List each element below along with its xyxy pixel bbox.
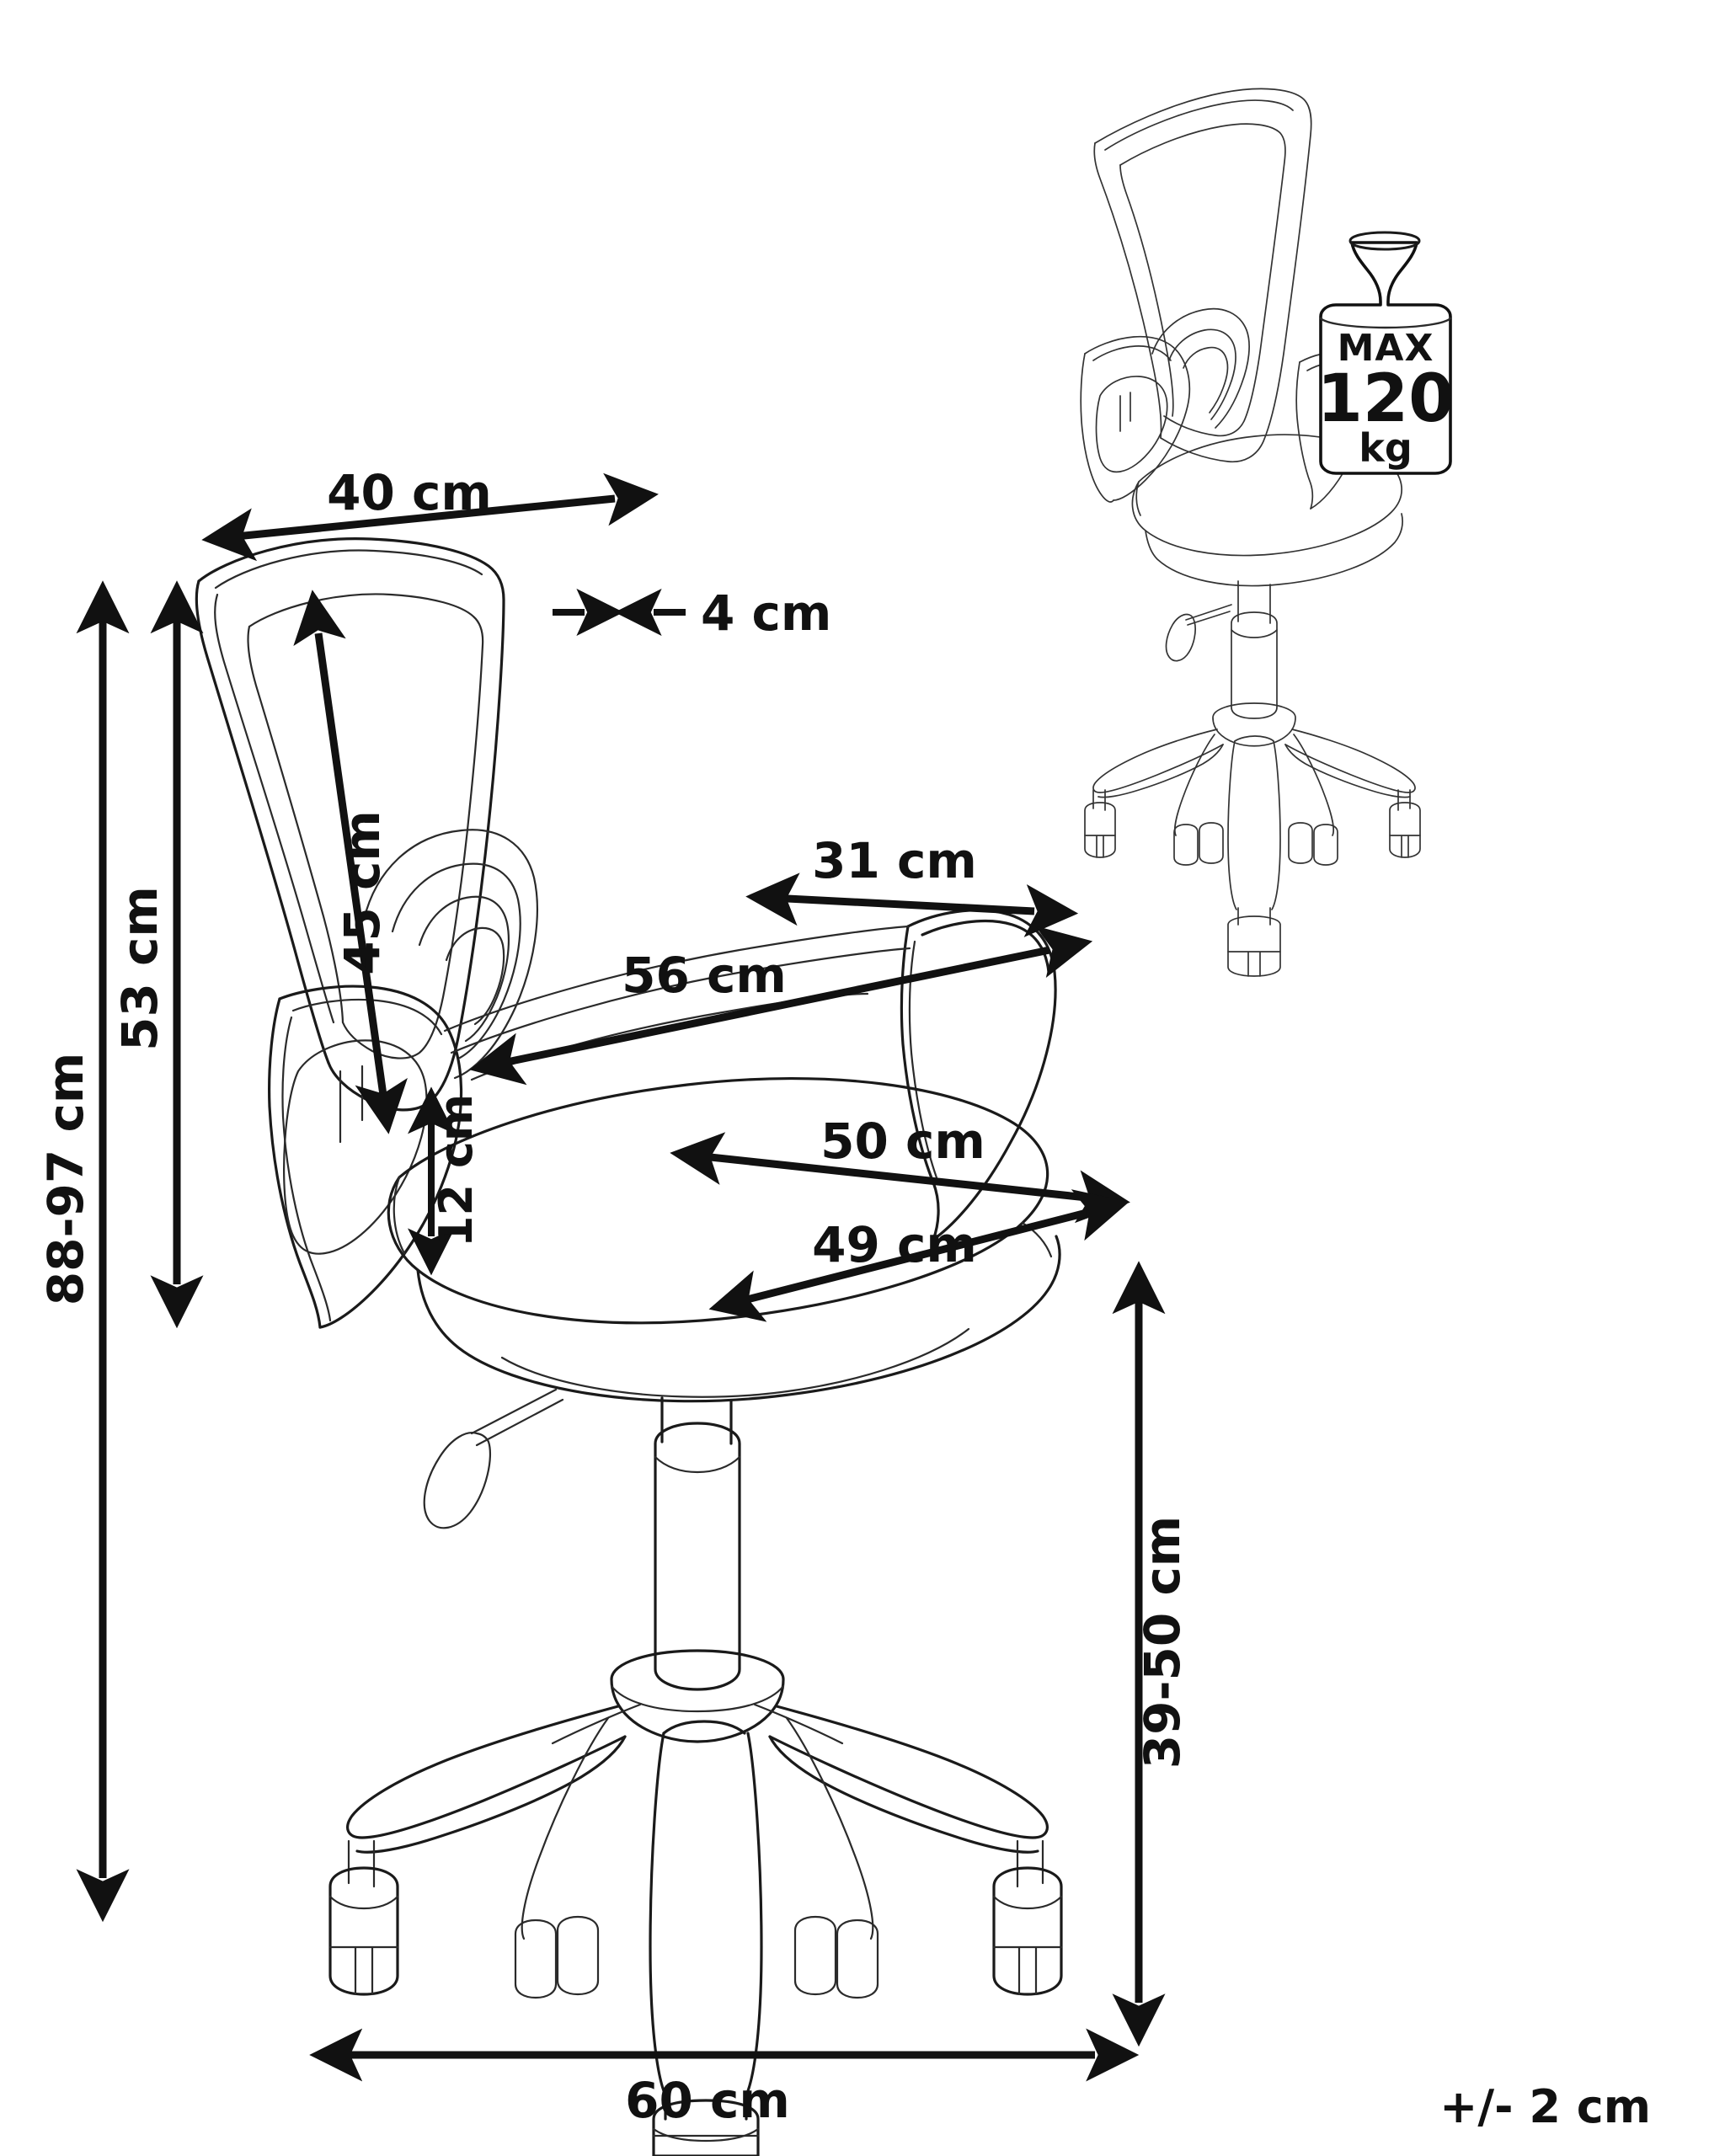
dimension-label-backrest-thickness: 4 cm (701, 584, 831, 642)
dimension-seat-width: 50 cm (670, 1113, 1130, 1224)
badge-max-label: MAX (1338, 327, 1434, 370)
dimension-armrest-height: 12 cm (408, 1086, 483, 1276)
dimension-label-seat-height-range: 39-50 cm (1134, 1516, 1191, 1769)
dimension-backrest-panel-height: 45 cm (293, 590, 408, 1134)
thumbnail-chair-illustration (1080, 88, 1421, 977)
main-chair-illustration (195, 537, 1063, 2156)
dimension-backrest-height: 53 cm (111, 580, 204, 1329)
dimension-seat-depth: 49 cm (708, 1189, 1130, 1322)
tolerance-note: +/- 2 cm (1439, 2080, 1651, 2133)
dimension-label-armrest-height: 12 cm (430, 1094, 483, 1247)
max-weight-badge: MAX 120 kg (1317, 231, 1455, 475)
dimension-label-armrest-depth: 31 cm (812, 832, 977, 889)
dimension-label-backrest-width: 40 cm (327, 464, 492, 521)
badge-unit: kg (1359, 425, 1413, 471)
dimension-label-backrest-height: 53 cm (111, 886, 168, 1051)
dimension-label-seat-to-backrest: 56 cm (622, 947, 787, 1004)
dimension-label-seat-width: 50 cm (820, 1113, 985, 1170)
dimension-label-base-diameter: 60 cm (625, 2072, 790, 2129)
dimension-label-seat-depth: 49 cm (812, 1216, 977, 1273)
dimension-seat-to-backrest: 56 cm (469, 926, 1093, 1086)
dimension-label-backrest-panel-height: 45 cm (334, 810, 391, 975)
dimension-backrest-thickness: 4 cm (553, 584, 831, 642)
dimension-overall-height: 88-97 cm (37, 580, 130, 1923)
dimension-label-overall-height: 88-97 cm (37, 1053, 94, 1306)
badge-value: 120 (1317, 361, 1455, 437)
dimension-armrest-depth: 31 cm (745, 832, 1079, 937)
dimension-base-diameter: 60 cm (309, 2028, 1140, 2129)
dimension-backrest-width: 40 cm (201, 464, 659, 562)
dimension-seat-height-range: 39-50 cm (1112, 1261, 1191, 2047)
